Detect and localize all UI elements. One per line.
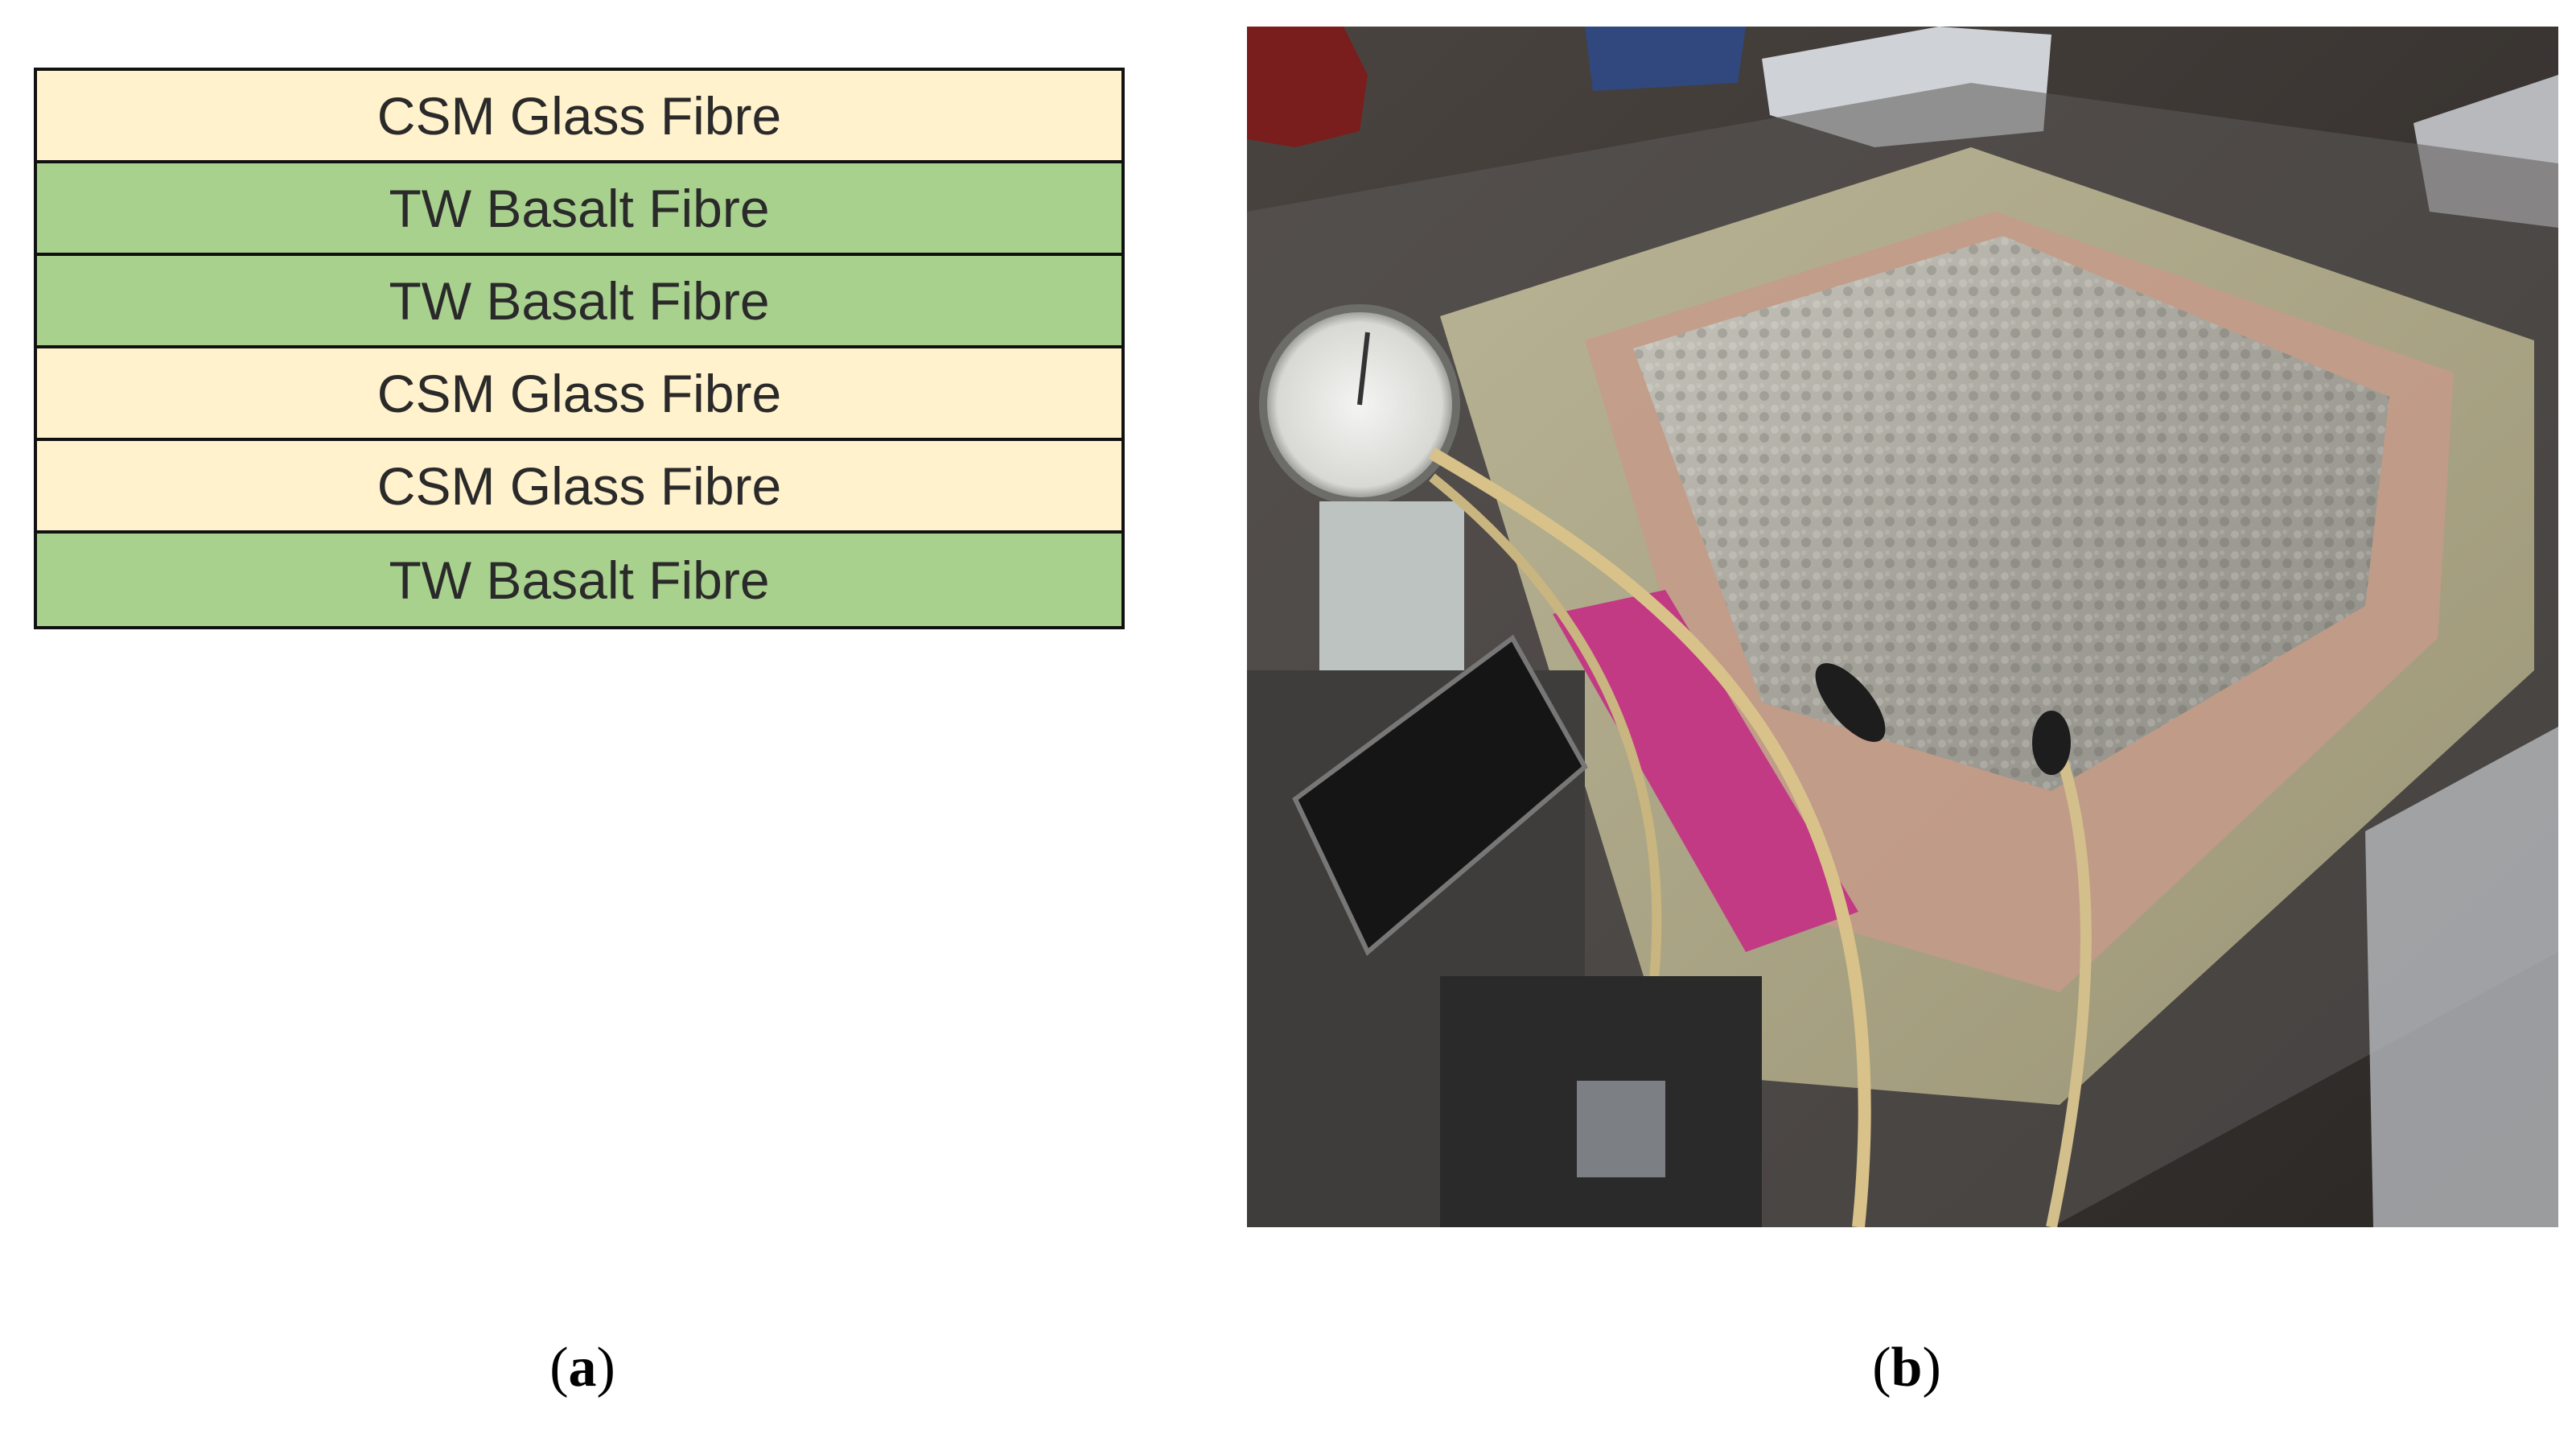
red-container — [1247, 27, 1368, 147]
vacuum-hose — [2046, 748, 2092, 1227]
caption-a-close-paren: ) — [596, 1337, 615, 1399]
gauge-needle — [1357, 332, 1370, 406]
layer-1-csm-glass-fibre: CSM Glass Fibre — [37, 71, 1121, 163]
blue-drum — [1585, 27, 1746, 91]
resin-hose-1 — [1428, 447, 1871, 1227]
table-leg-panel — [2365, 727, 2558, 1227]
controller-display — [1577, 1081, 1665, 1177]
layer-3-tw-basalt-fibre: TW Basalt Fibre — [37, 256, 1121, 348]
layup-stack: CSM Glass Fibre TW Basalt Fibre TW Basal… — [34, 68, 1125, 629]
caption-b: (b) — [1872, 1336, 1941, 1400]
layer-5-csm-glass-fibre: CSM Glass Fibre — [37, 441, 1121, 534]
smartphone — [1292, 634, 1588, 956]
caption-b-letter: b — [1891, 1337, 1923, 1399]
layup-diagram-panel: CSM Glass Fibre TW Basalt Fibre TW Basal… — [34, 68, 1125, 629]
caption-b-close-paren: ) — [1922, 1337, 1941, 1399]
vacuum-port — [2032, 711, 2071, 775]
caption-a: (a) — [549, 1336, 615, 1400]
caption-b-open-paren: ( — [1872, 1337, 1891, 1399]
photo-illustration — [1247, 27, 2558, 1227]
layer-2-tw-basalt-fibre: TW Basalt Fibre — [37, 163, 1121, 256]
layer-6-tw-basalt-fibre: TW Basalt Fibre — [37, 534, 1121, 626]
laminate-texture — [1633, 236, 2389, 791]
vacuum-infusion-photo — [1247, 27, 2558, 1227]
resin-port — [1815, 663, 1886, 742]
caption-a-letter: a — [568, 1337, 597, 1399]
layer-4-csm-glass-fibre: CSM Glass Fibre — [37, 348, 1121, 441]
magenta-container — [1553, 590, 1858, 952]
caption-a-open-paren: ( — [549, 1337, 569, 1399]
